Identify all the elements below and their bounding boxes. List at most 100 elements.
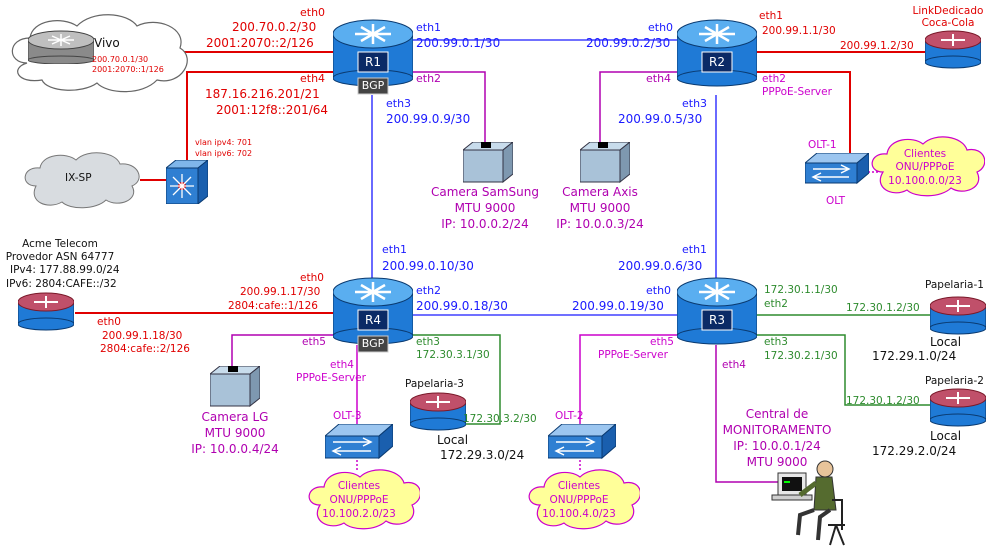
- olt1-clients-line1: Clientes: [903, 148, 947, 160]
- monitor-ip: IP: 10.0.0.1/24: [733, 439, 821, 453]
- r1-eth0-label: eth0: [300, 6, 326, 19]
- camera-axis-name: Camera Axis: [562, 185, 638, 199]
- link-r2-olt1: [755, 71, 851, 155]
- r4-pppoe-label: PPPoE-Server: [296, 372, 366, 384]
- r3-eth0-label: eth0: [646, 284, 672, 297]
- r3-eth3-ip: 172.30.2.1/30: [764, 350, 838, 362]
- r2-eth3-label: eth3: [682, 97, 708, 110]
- r2-pppoe-label: PPPoE-Server: [762, 86, 832, 98]
- olt2-clients-line2: ONU/PPPoE: [549, 494, 609, 506]
- olt2-clients-line3: 10.100.4.0/23: [542, 508, 616, 520]
- r4-eth1-ip: 200.99.0.10/30: [382, 259, 474, 273]
- r2-eth4-label: eth4: [646, 72, 672, 85]
- olt1-clients-line3: 10.100.0.0/23: [888, 175, 962, 187]
- router-r4-icon[interactable]: [333, 272, 413, 354]
- olt2-clients-line1: Clientes: [557, 480, 601, 492]
- r2-eth0-ip: 200.99.0.2/30: [586, 36, 671, 50]
- r3-eth0-ip: 200.99.0.19/30: [572, 299, 664, 313]
- vivo-router-icon: [28, 28, 94, 64]
- monitor-operator-icon[interactable]: [770, 455, 850, 550]
- link-ixsp-r1: [186, 71, 335, 165]
- r4-eth0-ipv6: 2804:cafe::1/126: [228, 300, 318, 312]
- r1-eth3-label: eth3: [386, 97, 412, 110]
- r1-name: R1: [365, 55, 381, 69]
- papelaria1-local-net: 172.29.1.0/24: [872, 349, 957, 363]
- r4-eth4-label: eth4: [330, 359, 354, 371]
- papelaria2-name: Papelaria-2: [925, 375, 984, 387]
- camera-lg-icon[interactable]: [210, 366, 260, 408]
- r1-eth4-ipv4: 187.16.216.201/21: [205, 87, 320, 101]
- olt2-switch-icon[interactable]: [548, 424, 616, 460]
- papelaria2-local-net: 172.29.2.0/24: [872, 444, 957, 458]
- r1-eth3-ip: 200.99.0.9/30: [386, 112, 471, 126]
- r3-eth2-label: eth2: [764, 298, 788, 310]
- olt1-switch-icon[interactable]: [805, 153, 869, 185]
- link-r4-camera-lg: [231, 334, 335, 372]
- r4-eth5-label: eth5: [302, 336, 326, 348]
- camera-axis-icon[interactable]: [580, 142, 630, 184]
- papelaria1-name: Papelaria-1: [925, 279, 984, 291]
- r2-eth3-ip: 200.99.0.5/30: [618, 112, 703, 126]
- camera-samsung-name: Camera SamSung: [430, 185, 539, 199]
- r2-eth1-label: eth1: [759, 10, 783, 22]
- r1-eth4-label: eth4: [300, 72, 326, 85]
- camera-lg-name: Camera LG: [201, 410, 269, 424]
- vivo-ipv6: 2001:2070::1/126: [92, 65, 164, 74]
- olt1-name: OLT-1: [808, 139, 837, 151]
- r3-eth2-ip: 172.30.1.1/30: [764, 284, 838, 296]
- camera-lg-mtu: MTU 9000: [204, 426, 266, 440]
- link-r2-camera-axis: [599, 71, 680, 148]
- router-r3-icon[interactable]: [677, 272, 757, 354]
- r3-eth4-label: eth4: [722, 359, 746, 371]
- router-r2-icon[interactable]: [677, 14, 757, 96]
- ixsp-vlan4: vlan ipv4: 701: [195, 138, 253, 147]
- olt3-clients-line3: 10.100.2.0/23: [322, 508, 396, 520]
- r3-eth5-label: eth5: [650, 336, 674, 348]
- ixsp-switch-icon[interactable]: [166, 160, 208, 204]
- coca-router-icon[interactable]: [925, 30, 981, 70]
- olt2-clients-cloud: [522, 465, 640, 533]
- r4-eth2-ip: 200.99.0.18/30: [416, 299, 508, 313]
- r3-pppoe-label: PPPoE-Server: [598, 349, 668, 361]
- link-r1-camera-samsung: [410, 71, 486, 148]
- olt1-clients-line2: ONU/PPPoE: [895, 161, 955, 173]
- camera-samsung-icon[interactable]: [463, 142, 513, 184]
- r3-eth1-label: eth1: [682, 243, 708, 256]
- link-r3-monitor: [715, 345, 778, 483]
- router-r1-icon[interactable]: [333, 14, 413, 96]
- olt3-switch-icon[interactable]: [325, 424, 393, 460]
- camera-axis-ip: IP: 10.0.0.3/24: [556, 217, 644, 231]
- acme-router-icon[interactable]: [18, 292, 74, 332]
- acme-eth0-ipv6: 2804:cafe::2/126: [100, 343, 190, 355]
- papelaria2-router-icon[interactable]: [930, 388, 986, 428]
- r1-proto-badge: BGP: [361, 79, 385, 92]
- r4-eth3-ip: 172.30.3.1/30: [416, 349, 490, 361]
- olt3-clients-cloud: [302, 465, 420, 533]
- r2-eth1-ip: 200.99.1.1/30: [762, 25, 836, 37]
- r1-eth1-label: eth1: [416, 21, 442, 34]
- coca-name-line1: LinkDedicado: [912, 5, 984, 17]
- r2-name: R2: [709, 55, 725, 69]
- link-r4-papelaria3: [410, 334, 501, 425]
- acme-line2: Provedor ASN 64777: [5, 251, 115, 263]
- papelaria3-router-icon[interactable]: [410, 392, 466, 432]
- r2-eth0-label: eth0: [648, 21, 674, 34]
- vivo-name: Vivo: [94, 36, 120, 50]
- r4-eth3-label: eth3: [416, 336, 440, 348]
- camera-lg-ip: IP: 10.0.0.4/24: [191, 442, 279, 456]
- papelaria1-router-icon[interactable]: [930, 296, 986, 336]
- olt3-clients-line2: ONU/PPPoE: [329, 494, 389, 506]
- papelaria1-remote-ip: 172.30.1.2/30: [846, 302, 920, 314]
- monitor-line1: Central de: [745, 407, 809, 421]
- monitor-mtu: MTU 9000: [746, 455, 808, 469]
- r1-eth4-ipv6: 2001:12f8::201/64: [216, 103, 329, 117]
- r3-eth3-label: eth3: [764, 336, 788, 348]
- acme-line4: IPv6: 2804:CAFE::/32: [6, 278, 117, 290]
- olt3-name: OLT-3: [333, 410, 362, 422]
- link-r3-papelaria2: [755, 334, 930, 406]
- acme-eth0-ipv4: 200.99.1.18/30: [102, 330, 183, 342]
- vivo-ipv4: 200.70.0.1/30: [92, 55, 149, 64]
- r4-proto-badge: BGP: [361, 337, 385, 350]
- r1-eth2-label: eth2: [416, 72, 442, 85]
- olt1-type: OLT: [826, 195, 846, 207]
